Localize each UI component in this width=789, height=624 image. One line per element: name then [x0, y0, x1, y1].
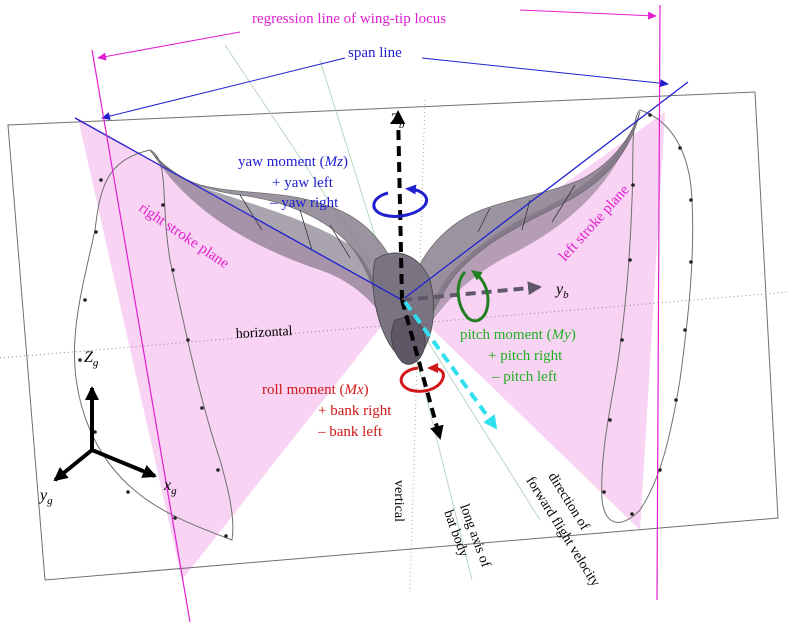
pitch-moment-label: pitch moment (My)	[460, 327, 576, 343]
roll-moment-arc	[399, 363, 445, 393]
roll-positive-label: + bank right	[318, 403, 392, 419]
left-stroke-plane-area	[402, 112, 665, 530]
span-line-label: span line	[348, 45, 402, 61]
ground-plane-frame	[7, 91, 779, 581]
ground-z-axis-label: Zg	[84, 349, 99, 369]
ground-x-axis-label: xg	[163, 477, 177, 497]
pitch-moment-arc	[456, 270, 490, 323]
left-wingtip-points	[602, 113, 693, 516]
regression-pointer-right	[97, 31, 241, 61]
regression-line-left	[656, 4, 661, 601]
body-x-axis	[400, 299, 444, 440]
ground-y-axis	[53, 448, 94, 482]
ground-x-axis	[91, 448, 157, 478]
pitch-positive-label: + pitch right	[488, 348, 563, 364]
horizontal-label: horizontal	[235, 324, 293, 342]
yaw-negative-label: – yaw right	[269, 195, 339, 211]
roll-negative-label: – bank left	[317, 424, 383, 440]
right-stroke-plane-area	[78, 118, 402, 580]
forward-velocity-axis	[403, 300, 498, 430]
regression-line-right	[91, 49, 191, 623]
span-label-pointer-right	[101, 57, 346, 120]
yaw-positive-label: + yaw left	[272, 175, 334, 191]
regression-line-label: regression line of wing-tip locus	[252, 11, 446, 27]
body-z-axis-label: Zb	[390, 111, 405, 131]
regression-pointer-left	[519, 9, 657, 20]
wing-bones	[239, 184, 576, 259]
vertical-label: vertical	[391, 480, 406, 522]
span-line	[74, 117, 403, 301]
roll-moment-label: roll moment (Mx)	[262, 382, 369, 398]
yaw-moment-label: yaw moment (Mz)	[238, 154, 348, 170]
left-wing-lower	[420, 112, 640, 340]
right-wingtip-locus	[73, 149, 234, 541]
left-wingtip-locus	[601, 109, 694, 523]
span-label-pointer-left	[421, 57, 669, 88]
ground-y-axis-label: yg	[38, 487, 53, 507]
pitch-negative-label: – pitch left	[491, 369, 558, 385]
yaw-moment-arc	[372, 184, 428, 218]
body-y-axis	[401, 281, 542, 302]
body-y-axis-label: yb	[554, 281, 569, 301]
span-line-left	[401, 81, 689, 301]
right-wingtip-points	[78, 178, 228, 538]
